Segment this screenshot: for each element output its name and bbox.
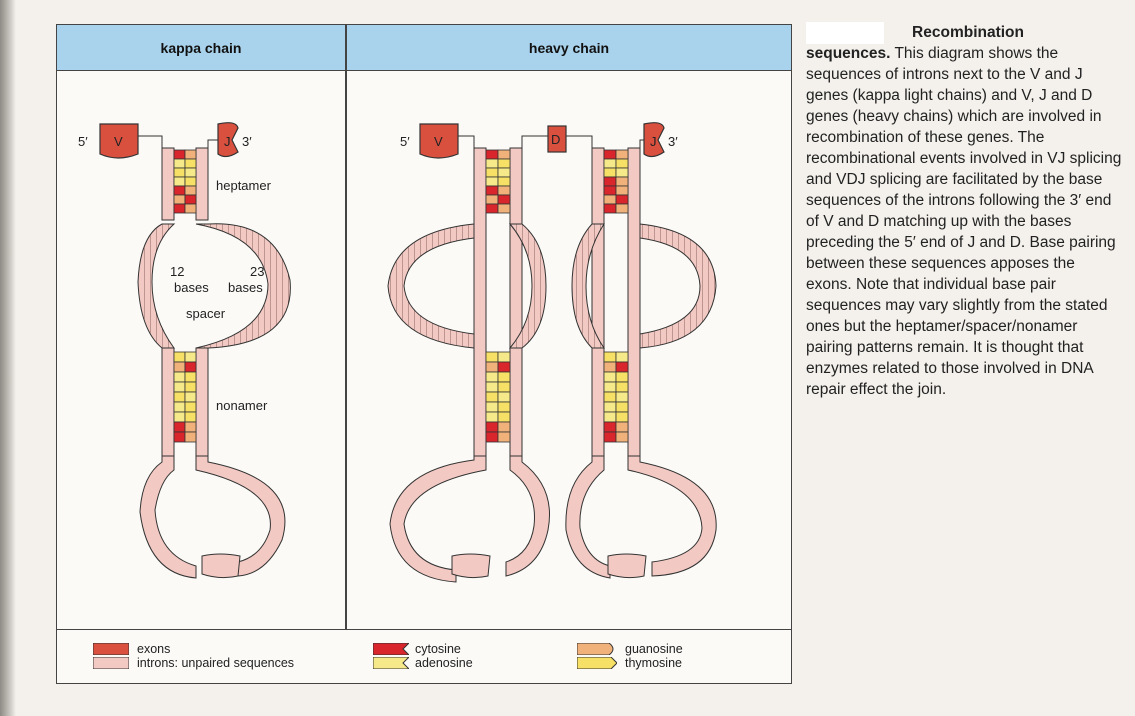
caption-title: Recombination [912,24,1024,41]
kappa-twelve-label: 12 [170,264,184,279]
heavy-vd-nonamer-ladder [486,352,510,442]
kappa-right-strand-top [196,148,208,220]
kappa-bottom-loop-left [140,456,196,578]
caption-title-continued: sequences. [806,45,890,62]
heavy-v-label: V [434,134,443,149]
heavy-d-label: D [551,132,560,147]
heavy-dj-nonamer-ladder [604,352,628,442]
kappa-twenty-three-label: 23 [250,264,264,279]
caption-label-box [806,22,884,44]
kappa-left-strand-mid [162,348,174,458]
heavy-vd-heptamer-ladder [486,150,510,213]
kappa-right-strand-mid [196,348,208,458]
kappa-heptamer-ladder [174,150,196,213]
heavy-vd-bottom-loop-right [506,456,550,576]
heavy-dj-heptamer-ladder [604,150,628,213]
heavy-vd-excised-fragment [452,554,490,578]
nonamer-label: nonamer [216,398,268,413]
heavy-five-prime: 5′ [400,134,410,149]
kappa-bases-left: bases [174,280,209,295]
heavy-chain-structure: 5′ V D J 3′ [388,123,716,582]
heavy-dj-bottom-loop-left [566,456,610,578]
kappa-j-label: J [224,134,231,149]
caption-body-block: sequences. This diagram shows the sequen… [806,43,1124,400]
heptamer-label: heptamer [216,178,272,193]
kappa-spacer-left-arc [138,224,174,348]
kappa-three-prime: 3′ [242,134,252,149]
kappa-excised-fragment [202,554,240,578]
kappa-five-prime: 5′ [78,134,88,149]
kappa-v-connector [138,136,162,150]
heavy-dj-excised-fragment [608,554,646,578]
heavy-three-prime: 3′ [668,134,678,149]
heavy-j-label: J [650,134,657,149]
kappa-chain-structure: 5′ V J 3′ heptamer 12 bases 23 bases spa… [78,123,290,578]
kappa-left-strand-top [162,148,174,220]
kappa-spacer-label: spacer [186,306,226,321]
caption-body: This diagram shows the sequences of intr… [806,45,1121,398]
heavy-vd-spacer-left-arc [388,224,474,348]
kappa-j-connector [208,140,218,150]
kappa-bases-right: bases [228,280,263,295]
figure-caption: Recombination sequences. This diagram sh… [806,22,1124,400]
kappa-nonamer-ladder [174,352,196,442]
kappa-v-label: V [114,134,123,149]
heavy-dj-spacer-right-arc [640,224,716,348]
